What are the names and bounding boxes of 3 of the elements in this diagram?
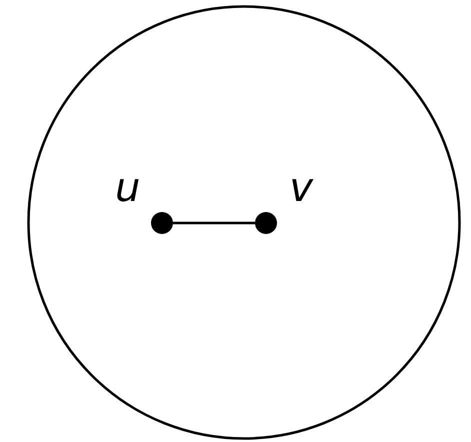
vertex-label: v xyxy=(289,168,313,208)
edge-line xyxy=(173,222,255,224)
vertex-label: u xyxy=(115,168,140,208)
